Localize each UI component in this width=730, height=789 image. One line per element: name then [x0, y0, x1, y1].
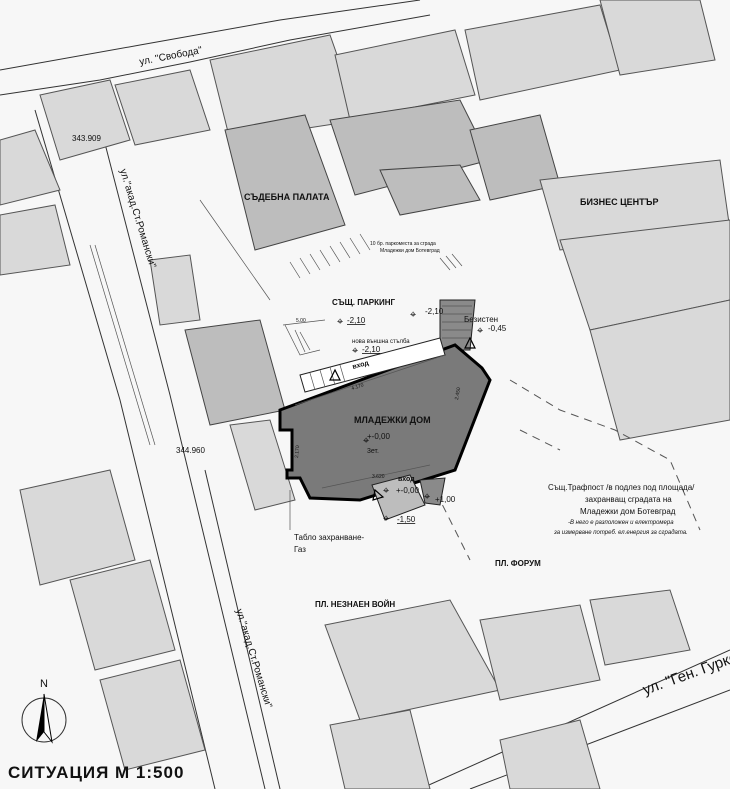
parking-stalls: [284, 233, 463, 356]
level-entrance-bottom: +-0,00: [396, 486, 419, 495]
coordinate-top: 343.909: [72, 134, 101, 143]
street-label-romanski-bottom: ул."акад.Ст.Романски": [233, 608, 274, 710]
trafo-note-line4: -В него е разположен и електромера: [568, 520, 674, 526]
parking-note-line1: 10 бр. паркоместа за сграда: [370, 241, 436, 247]
svg-text:⌖: ⌖: [383, 485, 389, 497]
label-youth-house: МЛАДЕЖКИ ДОМ: [354, 415, 431, 425]
level-entrance-top: -2,10: [362, 345, 381, 354]
coordinate-middle: 344.960: [176, 446, 205, 455]
dimension-left: 2.170: [294, 445, 301, 458]
label-business-center: БИЗНЕС ЦЕНТЪР: [580, 197, 658, 207]
label-unknown-soldier-square: ПЛ. НЕЗНАЕН ВОЙН: [315, 600, 395, 609]
label-forum-square: ПЛ. ФОРУМ: [495, 559, 541, 568]
dimension-parking: 5.00: [296, 318, 306, 324]
svg-text:⌖: ⌖: [424, 491, 430, 503]
label-bezisten: Безистен: [464, 315, 498, 324]
plan-title: СИТУАЦИЯ М 1:500: [8, 763, 184, 782]
level-minus-one-five: -1,50: [397, 515, 416, 524]
label-entrance-top: вход: [352, 360, 370, 371]
level-markers: ⌖ ⌖ ⌖ ⌖ ⌖ ⌖ ⌖ ⌖: [337, 309, 483, 525]
svg-text:⌖: ⌖: [363, 435, 369, 447]
label-entrance-bottom: вход: [398, 476, 415, 483]
svg-text:⌖: ⌖: [477, 325, 483, 337]
level-bezisten: -0,45: [488, 324, 507, 333]
trafo-note-line1: Същ.Трафпост /в подлез под площада/: [548, 483, 695, 492]
trafo-note-line2: захранващ сградата на: [585, 495, 672, 504]
youth-house-building: [278, 343, 492, 502]
bezisten-passage: [439, 299, 476, 351]
dimension-bottom: 3.620: [372, 474, 385, 480]
dimension-right: 2.450: [454, 387, 462, 401]
svg-text:⌖: ⌖: [383, 513, 389, 525]
level-floors: 3ет.: [367, 448, 379, 455]
label-gas-panel-line1: Табло захранване-: [294, 533, 365, 542]
street-label-romanski-top: ул."акад.Ст.Романски": [117, 168, 158, 270]
svg-text:⌖: ⌖: [352, 345, 358, 357]
dimension-lines: [282, 319, 446, 489]
dimension-top: 4.170: [351, 382, 365, 392]
label-parking: СЪЩ. ПАРКИНГ: [332, 298, 396, 307]
entrance-arrows: [329, 336, 476, 501]
svg-text:⌖: ⌖: [410, 309, 416, 321]
level-plus-one: +1,00: [435, 495, 456, 504]
parking-note-line2: Младежки дом Ботевград: [380, 248, 440, 254]
label-new-external-stair: нова външна стълба: [352, 339, 410, 345]
level-parking-right: -2,10: [425, 307, 444, 316]
trafo-note-line3: Младежки дом Ботевград: [580, 507, 676, 516]
north-arrow: [21, 693, 67, 744]
north-label: N: [40, 678, 48, 690]
label-court: СЪДЕБНА ПАЛАТА: [244, 192, 330, 202]
level-ground: +-0,00: [367, 432, 390, 441]
label-gas-panel-line2: Газ: [294, 545, 306, 554]
level-parking: -2,10: [347, 316, 366, 325]
svg-text:⌖: ⌖: [337, 316, 343, 328]
south-entrance-stair: [371, 474, 446, 521]
street-label-svoboda: ул. "Свобода": [138, 44, 203, 68]
trafo-note-line5: за измерване потреб. ел.енергия за сград…: [553, 530, 688, 536]
